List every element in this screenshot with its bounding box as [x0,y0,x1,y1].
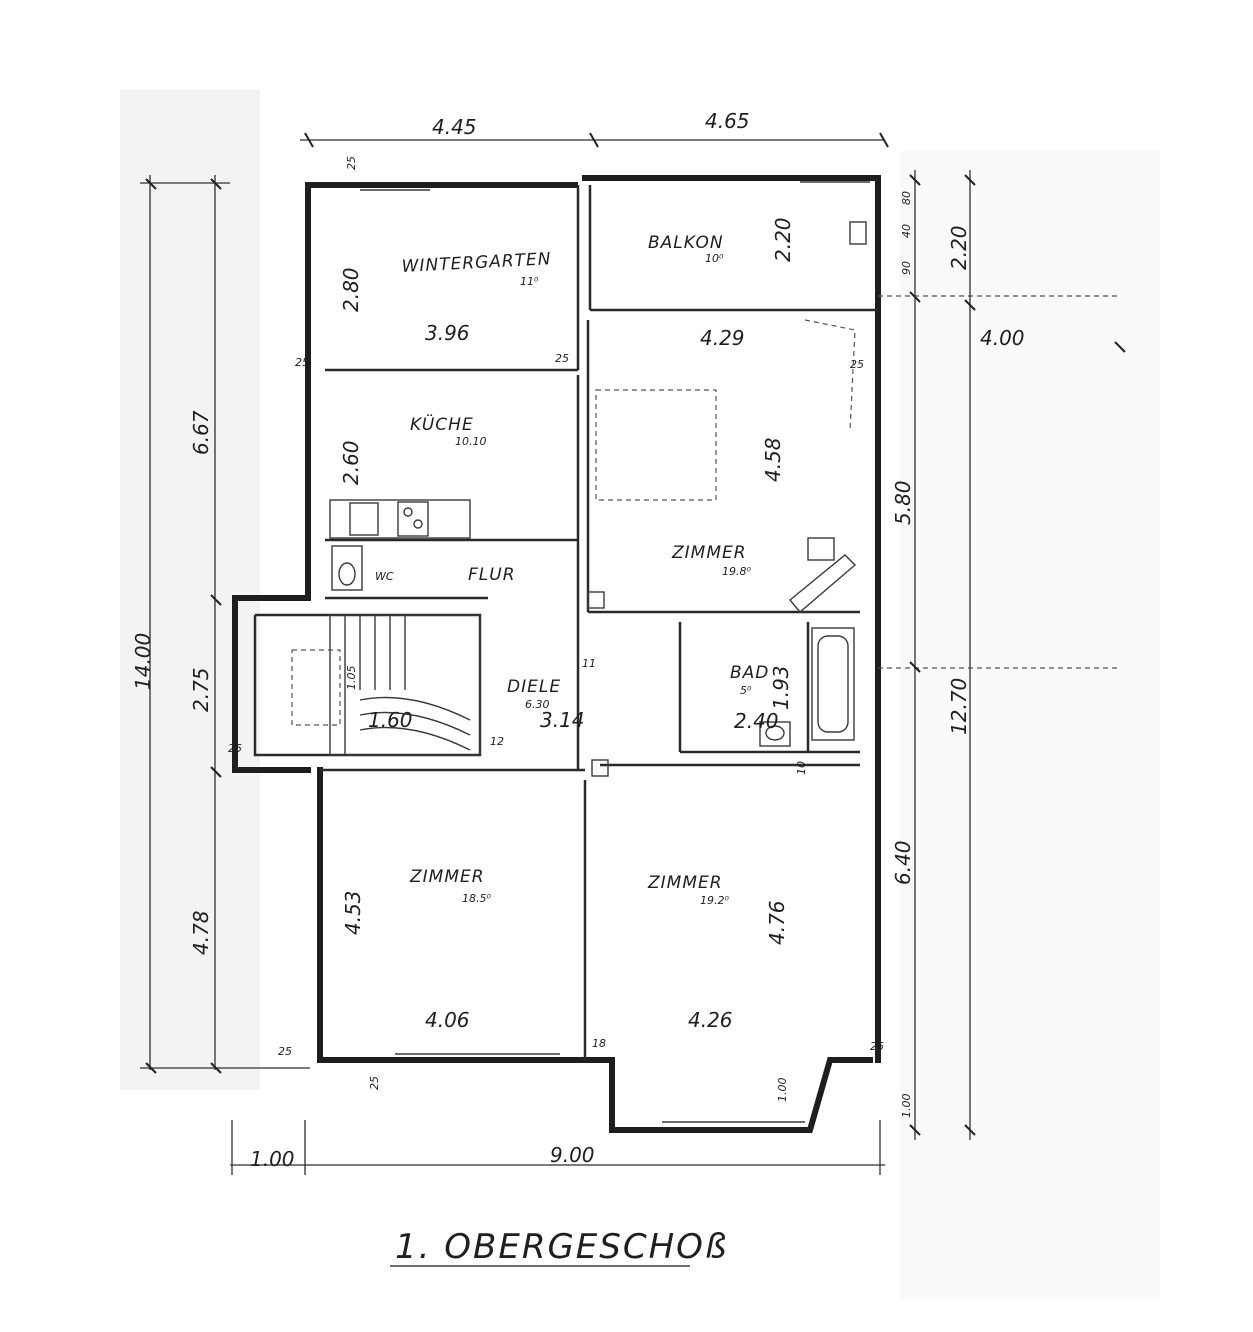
room-label-bad: BAD [730,663,769,683]
plan-title: 1. OBERGESCHOß [395,1227,728,1267]
room-label-balkon: BALKON [648,233,724,253]
room-area-zimmer-sw: 18.5⁰ [462,892,491,905]
bathtub [811,627,855,741]
room-labels: WINTERGARTEN 11⁰ BALKON 10⁰ KÜCHE 10.10 … [375,233,769,907]
staircase [291,614,481,756]
dim-right-bay: 1.00 [900,1094,913,1119]
wc-fixture [331,545,363,591]
bath-sink [759,721,791,747]
dim-right-mid-b: 5.80 [891,480,915,525]
dim-zne-width: 4.29 [700,326,745,350]
dim-zse-height: 4.76 [765,900,789,945]
dim-left-lower: 4.78 [189,910,213,955]
dim-zne-height: 4.58 [761,437,785,482]
room-label-zimmer-ne: ZIMMER [671,543,747,563]
dim-right-mid-a: 4.00 [980,326,1025,350]
room-area-balkon: 10⁰ [705,252,724,265]
dim-bad-width: 2.40 [734,709,779,733]
room-label-flur: FLUR [468,565,516,585]
dim-wall-25-a: 25 [345,156,358,170]
room-area-kueche: 10.10 [455,435,487,448]
dim-left-mid: 2.75 [189,667,213,712]
room-label-zimmer-sw: ZIMMER [409,867,485,887]
interior-walls [253,185,878,1060]
dim-wall-25-e: 25 [278,1045,292,1058]
balkon-post [849,221,867,245]
dim-bottom-left: 1.00 [250,1147,295,1171]
room-area-bad: 5⁰ [740,684,752,697]
desk [789,537,857,613]
dim-wall-25-g: 25 [368,1076,381,1090]
dim-wg-height: 2.80 [339,267,363,312]
dim-left-upper: 6.67 [189,410,213,455]
dim-wall-12: 12 [490,735,504,748]
dim-wall-10: 10 [795,761,808,775]
dim-top-right: 4.65 [705,109,750,133]
dim-top-left: 4.45 [432,115,477,139]
room-label-wintergarten: WINTERGARTEN [401,249,552,277]
kitchen-counter [329,499,471,539]
room-area-zimmer-se: 19.2⁰ [700,894,729,907]
dim-diele-width: 3.14 [540,708,585,732]
dim-right-lower: 6.40 [891,840,915,885]
dim-wall-11: 11 [582,657,596,670]
dim-right-small-a: 90 [900,261,913,275]
dim-zsw-width: 4.06 [425,1008,470,1032]
dimension-labels: 4.45 4.65 9.00 1.00 14.00 6.67 2.75 4.78… [131,109,1025,1171]
room-area-diele: 6.30 [525,698,550,711]
dim-wg-width: 3.96 [425,321,470,345]
dim-bad-height: 1.93 [769,665,793,710]
dimension-lines [140,132,1126,1175]
dim-zsw-height: 4.53 [341,890,365,935]
dim-wall-25-d: 25 [850,358,864,371]
dim-wall-25-h: 25 [228,742,242,755]
dim-wall-18: 18 [592,1037,606,1050]
room-label-diele: DIELE [507,677,561,697]
dim-right-small-b: 40 [900,224,913,238]
chimney-1 [587,591,605,609]
dim-wall-25-b: 25 [295,356,309,369]
dim-zse-width: 4.26 [688,1008,733,1032]
fixtures [291,181,1120,1123]
dim-ku-height: 2.60 [339,440,363,485]
chimney-2 [591,759,609,777]
room-area-zimmer-ne: 19.8⁰ [722,565,751,578]
dim-wall-25-f: 25 [870,1040,884,1053]
room-label-kueche: KÜCHE [410,413,474,435]
dim-balkon-height: 2.20 [771,217,795,262]
paper-grain [120,90,1160,1300]
dim-right-small-c: 80 [900,191,913,205]
room-label-zimmer-se: ZIMMER [647,873,723,893]
room-area-wintergarten: 11⁰ [520,275,539,288]
dim-stair-width: 1.60 [368,708,413,732]
exterior-walls [232,175,881,1133]
dim-stair-height: 1.05 [345,666,358,691]
dim-bay-depth: 1.00 [776,1078,789,1103]
dim-wall-25-c: 25 [555,352,569,365]
room-label-wc: WC [375,570,394,583]
dim-left-total: 14.00 [131,633,155,690]
dim-right-upper: 2.20 [947,225,971,270]
dim-right-total: 12.70 [947,678,971,735]
dim-bottom-main: 9.00 [550,1143,595,1167]
